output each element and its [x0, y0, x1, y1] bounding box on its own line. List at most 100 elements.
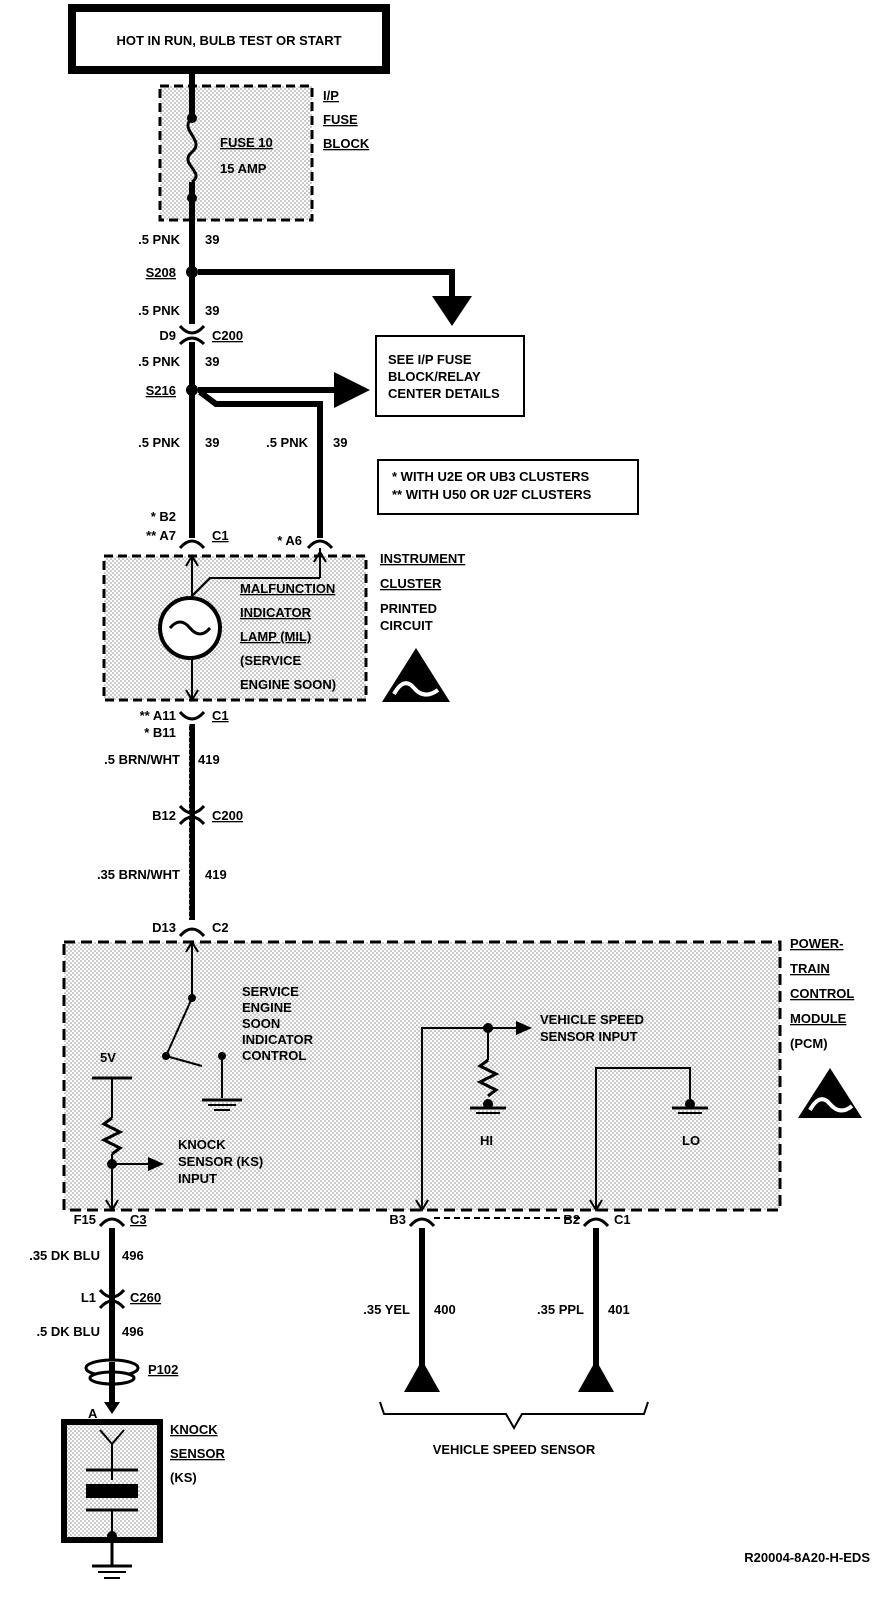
connector-pcm-c1: B3 B2 C1 — [389, 1212, 631, 1228]
connector-c200-b-pin: B12 — [152, 808, 176, 823]
hi-label: HI — [480, 1133, 493, 1148]
see-details-line-1: SEE I/P FUSE — [388, 352, 472, 367]
connector-c3: F15 C3 — [74, 1212, 147, 1228]
cluster-label-2: CLUSTER — [380, 576, 442, 591]
vss-input-line-2: SENSOR INPUT — [540, 1029, 638, 1044]
knock-input-line-3: INPUT — [178, 1171, 217, 1186]
connector-b3-pin: B3 — [389, 1212, 406, 1227]
cluster-label-1: INSTRUMENT — [380, 551, 465, 566]
ground-icon-ks — [92, 1540, 132, 1579]
connector-c200-top-label: C200 — [212, 328, 243, 343]
ses-control-line-5: CONTROL — [242, 1048, 306, 1063]
pcm-label-2: TRAIN — [790, 961, 830, 976]
fuse-block: FUSE 10 15 AMP I/P FUSE BLOCK — [158, 70, 370, 250]
lo-label: LO — [682, 1133, 700, 1148]
wire-2-gauge: .5 PNK — [138, 303, 181, 318]
knock-sensor-pin: A — [88, 1406, 98, 1421]
esd-warning-icon — [382, 648, 450, 702]
connector-c260-label: C260 — [130, 1290, 161, 1305]
grommet-p102: P102 — [84, 1358, 178, 1386]
see-details-line-2: BLOCK/RELAY — [388, 369, 481, 384]
wire-1-circuit: 39 — [205, 232, 219, 247]
connector-c1-bottom-pin-a11: ** A11 — [140, 708, 176, 723]
wire-9-circuit: 496 — [122, 1324, 144, 1339]
grommet-p102-label: P102 — [148, 1362, 178, 1377]
connector-c200-b-label: C200 — [212, 808, 243, 823]
wire-6-gauge: .5 BRN/WHT — [104, 752, 180, 767]
instrument-cluster-box: MALFUNCTION INDICATOR LAMP (MIL) (SERVIC… — [102, 548, 465, 702]
pcm-label-1: POWER- — [790, 936, 843, 951]
cluster-label-4: CIRCUIT — [380, 618, 433, 633]
wire-10-circuit: 400 — [434, 1302, 456, 1317]
wire-8-circuit: 496 — [122, 1248, 144, 1263]
fuse-icon — [186, 116, 198, 184]
document-id: R20004-8A20-H-EDS — [744, 1550, 870, 1565]
power-source-label: HOT IN RUN, BULB TEST OR START — [116, 33, 341, 48]
wire-6-circuit: 419 — [198, 752, 220, 767]
wire-circuit-419 — [188, 724, 195, 920]
wire-5-circuit: 39 — [333, 435, 347, 450]
see-details-box: SEE I/P FUSE BLOCK/RELAY CENTER DETAILS — [375, 335, 525, 417]
see-details-line-3: CENTER DETAILS — [388, 386, 500, 401]
pcm-label-5: (PCM) — [790, 1036, 828, 1051]
connector-c1-pin-a6: * A6 — [277, 533, 302, 548]
cluster-label-3: PRINTED — [380, 601, 437, 616]
wire-7-gauge: .35 BRN/WHT — [97, 867, 180, 882]
mil-line-3: LAMP (MIL) — [240, 629, 311, 644]
ses-control-line-4: INDICATOR — [242, 1032, 314, 1047]
vss-brace — [379, 1401, 649, 1431]
connector-pcm-c1-label: C1 — [614, 1212, 631, 1227]
knock-sensor-box: KNOCK SENSOR (KS) — [61, 1419, 226, 1543]
connector-c1-pin-b2: * B2 — [151, 509, 176, 524]
knock-input-line-1: KNOCK — [178, 1137, 226, 1152]
connector-c1-bottom-pin-b11: * B11 — [144, 725, 176, 740]
knock-sensor-label-3: (KS) — [170, 1470, 197, 1485]
connector-c1-pin-a7: ** A7 — [146, 528, 176, 543]
pcm-box: SERVICE ENGINE SOON INDICATOR CONTROL 5V… — [62, 936, 854, 1212]
connector-c3-pin: F15 — [74, 1212, 96, 1227]
splice-s208-dot — [186, 266, 198, 278]
knock-sensor-label-2: SENSOR — [170, 1446, 226, 1461]
vss-input-line-1: VEHICLE SPEED — [540, 1012, 644, 1027]
wire-11-circuit: 401 — [608, 1302, 630, 1317]
wire-4-circuit: 39 — [205, 435, 219, 450]
esd-warning-icon-pcm — [798, 1068, 862, 1118]
wire-4-gauge: .5 PNK — [138, 435, 181, 450]
connector-c1-top: * B2 ** A7 C1 * A6 — [146, 509, 334, 550]
connector-c2-label: C2 — [212, 920, 229, 935]
wire-3-circuit: 39 — [205, 354, 219, 369]
wire-3-gauge: .5 PNK — [138, 354, 181, 369]
connector-c260: L1 C260 — [81, 1288, 161, 1310]
five-volt-label: 5V — [100, 1050, 116, 1065]
fuse-name: FUSE 10 — [220, 135, 273, 150]
connector-c1-bottom-label: C1 — [212, 708, 229, 723]
wire-9-gauge: .5 DK BLU — [36, 1324, 100, 1339]
wire-11-gauge: .35 PPL — [537, 1302, 584, 1317]
splice-s216-label: S216 — [146, 383, 176, 398]
switch-icon — [165, 997, 193, 1057]
mil-line-2: INDICATOR — [240, 605, 312, 620]
resistor-icon-ks — [100, 1116, 124, 1156]
wire-7-circuit: 419 — [205, 867, 227, 882]
ses-control-line-2: ENGINE — [242, 1000, 292, 1015]
fuse-rating: 15 AMP — [220, 161, 267, 176]
pcm-label-4: MODULE — [790, 1011, 847, 1026]
connector-c1-bottom: ** A11 * B11 C1 — [140, 708, 229, 740]
ses-control-line-1: SERVICE — [242, 984, 299, 999]
legend-line-2: ** WITH U50 OR U2F CLUSTERS — [392, 487, 592, 502]
connector-c200-b: B12 C200 — [152, 804, 243, 826]
connector-c200-top-pin: D9 — [159, 328, 176, 343]
legend-line-1: * WITH U2E OR UB3 CLUSTERS — [392, 469, 590, 484]
legend-box: * WITH U2E OR UB3 CLUSTERS ** WITH U50 O… — [377, 459, 639, 515]
fuse-block-label-1: I/P — [323, 88, 339, 103]
splice-s216-dot — [186, 384, 198, 396]
resistor-icon-vss — [476, 1058, 500, 1098]
knock-sensor-label-1: KNOCK — [170, 1422, 218, 1437]
wire-5-gauge: .5 PNK — [266, 435, 309, 450]
mil-line-4: (SERVICE — [240, 653, 301, 668]
arrow-to-details-1 — [198, 269, 455, 300]
connector-b2-pin: B2 — [563, 1212, 580, 1227]
wire-8-gauge: .35 DK BLU — [29, 1248, 100, 1263]
connector-c2-pin: D13 — [152, 920, 176, 935]
